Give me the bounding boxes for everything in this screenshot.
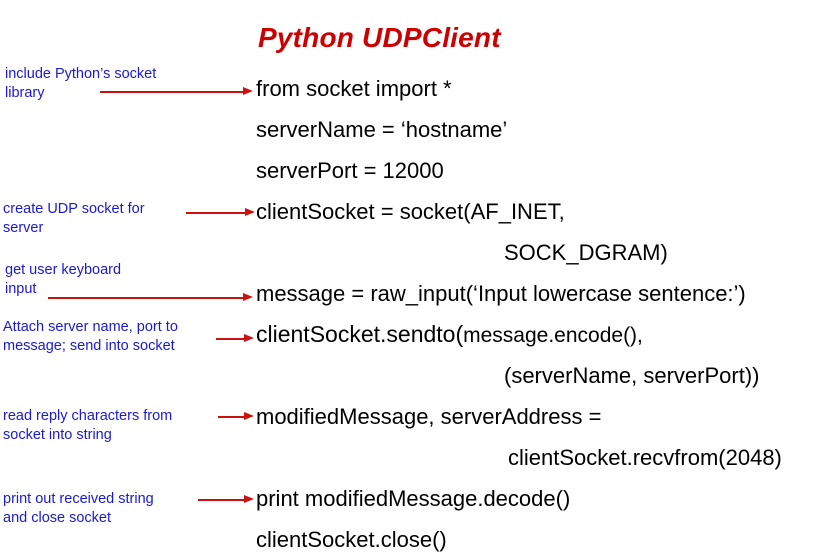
- annotation-line: and close socket: [3, 510, 112, 526]
- code-line: (serverName, serverPort)): [504, 363, 760, 388]
- code-line: clientSocket.recvfrom(2048): [508, 445, 782, 470]
- annotation-line: input: [5, 281, 37, 297]
- code-line: serverPort = 12000: [256, 158, 444, 183]
- arrow-head: [245, 208, 255, 216]
- annotation-print-and-close: print out received string and close socke…: [3, 490, 154, 528]
- arrow-shaft: [48, 297, 244, 299]
- code-line: SOCK_DGRAM): [504, 240, 668, 265]
- code-line: clientSocket = socket(AF_INET,: [256, 199, 565, 224]
- annotation-line: read reply characters from: [3, 408, 173, 424]
- arrow-head: [244, 334, 254, 342]
- arrow-shaft: [218, 416, 245, 418]
- arrow-head: [243, 87, 253, 95]
- annotation-attach-server-name-port: Attach server name, port to message; send…: [3, 318, 178, 356]
- annotation-read-reply-characters: read reply characters from socket into st…: [3, 407, 172, 445]
- code-line: print modifiedMessage.decode(): [256, 486, 571, 511]
- arrow-shaft: [216, 338, 245, 340]
- code-line: clientSocket.sendto(message.encode(),: [256, 314, 840, 355]
- annotation-line: library: [5, 85, 45, 101]
- arrow-create-udp-socket-icon: [186, 208, 255, 217]
- arrow-shaft: [100, 91, 244, 93]
- arrow-include-socket-library-icon: [100, 87, 253, 96]
- arrow-read-reply-characters-icon: [218, 412, 254, 421]
- annotation-line: create UDP socket for: [3, 201, 145, 217]
- arrow-get-keyboard-input-icon: [48, 293, 253, 302]
- arrow-head: [243, 293, 253, 301]
- arrow-attach-server-name-port-icon: [216, 334, 254, 343]
- code-line: modifiedMessage, serverAddress =: [256, 404, 602, 429]
- annotation-line: socket into string: [3, 427, 112, 443]
- annotation-line: get user keyboard: [5, 262, 122, 278]
- arrow-print-and-close-icon: [198, 495, 254, 504]
- code-line: message = raw_input(‘Input lowercase sen…: [256, 281, 746, 306]
- annotation-include-socket-library: include Python’s socket library: [5, 65, 156, 103]
- arrow-head: [244, 412, 254, 420]
- arrow-head: [244, 495, 254, 503]
- annotation-line: server: [3, 220, 44, 236]
- annotation-get-keyboard-input: get user keyboard input: [5, 261, 121, 299]
- annotation-line: Attach server name, port to: [3, 319, 178, 335]
- annotation-create-udp-socket: create UDP socket for server: [3, 200, 145, 238]
- arrow-shaft: [198, 499, 245, 501]
- annotation-line: message; send into socket: [3, 338, 175, 354]
- code-line: clientSocket.close(): [256, 527, 447, 552]
- code-block: from socket import * serverName = ‘hostna…: [256, 68, 840, 560]
- page-title: Python UDPClient: [258, 22, 501, 53]
- annotation-line: include Python’s socket: [5, 66, 157, 82]
- arrow-shaft: [186, 212, 246, 214]
- code-line-lead: clientSocket.sendto(: [256, 321, 464, 347]
- code-line: serverName = ‘hostname’: [256, 117, 508, 142]
- annotation-line: print out received string: [3, 491, 154, 507]
- code-line-rest: message.encode(),: [463, 324, 643, 347]
- code-line: from socket import *: [256, 76, 452, 101]
